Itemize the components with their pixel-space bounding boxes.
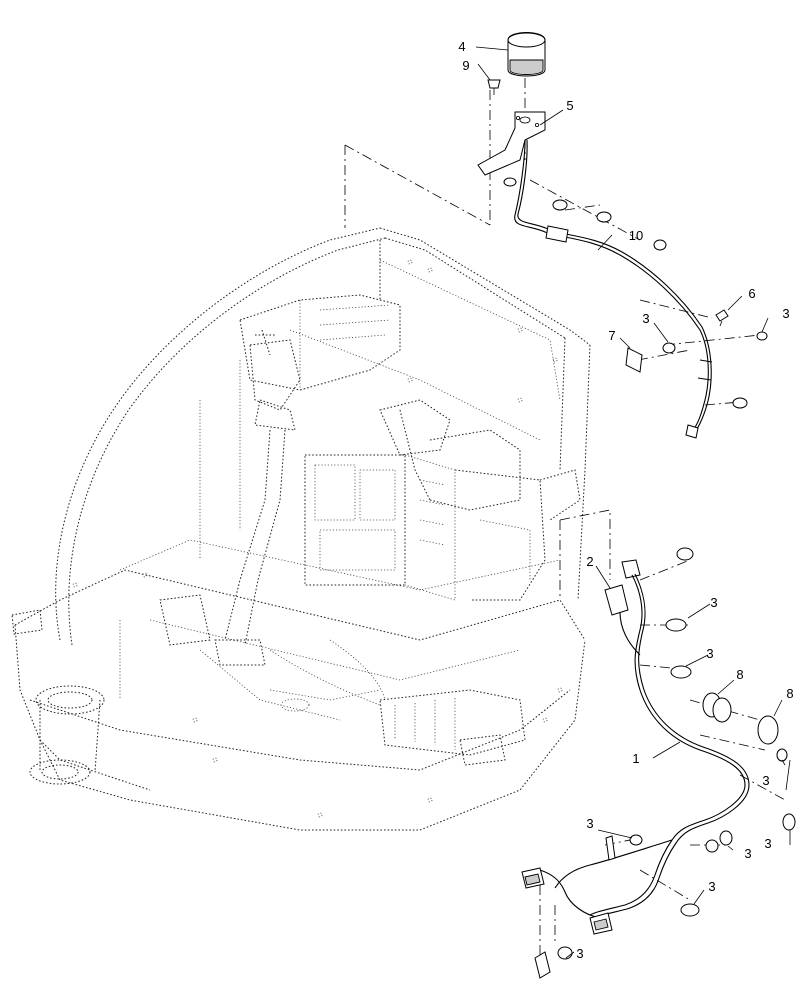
center-lines — [344, 78, 786, 965]
callout-8: 8 — [786, 686, 793, 701]
callout-7: 7 — [608, 328, 615, 343]
leader-lines — [475, 46, 791, 959]
callout-3: 3 — [586, 816, 593, 831]
callout-3: 3 — [764, 836, 771, 851]
cable-ties-top — [503, 177, 768, 409]
beacon-lamp — [507, 32, 546, 77]
callout-8: 8 — [736, 667, 743, 682]
cable-ties-main — [557, 547, 796, 960]
callout-5: 5 — [566, 98, 573, 113]
callout-3: 3 — [744, 846, 751, 861]
machine-frame — [11, 227, 591, 831]
callout-3: 3 — [642, 311, 649, 326]
callout-2: 2 — [586, 554, 593, 569]
callout-6: 6 — [748, 286, 755, 301]
callout-10: 10 — [629, 228, 643, 243]
screw — [487, 79, 501, 95]
callout-3: 3 — [708, 879, 715, 894]
callout-3: 3 — [706, 646, 713, 661]
callout-3: 3 — [710, 595, 717, 610]
callout-4: 4 — [458, 39, 465, 54]
callout-3: 3 — [576, 946, 583, 961]
clip-6 — [715, 309, 729, 327]
main-harness — [521, 559, 750, 979]
callout-3: 3 — [762, 773, 769, 788]
callout-labels: 4 9 5 10 6 3 3 7 2 3 3 8 8 1 3 3 3 3 3 3 — [458, 39, 793, 961]
callout-3: 3 — [782, 306, 789, 321]
label-tag — [625, 347, 643, 373]
beacon-harness — [514, 139, 713, 439]
callout-1: 1 — [632, 751, 639, 766]
callout-9: 9 — [462, 58, 469, 73]
beacon-bracket — [477, 111, 546, 176]
